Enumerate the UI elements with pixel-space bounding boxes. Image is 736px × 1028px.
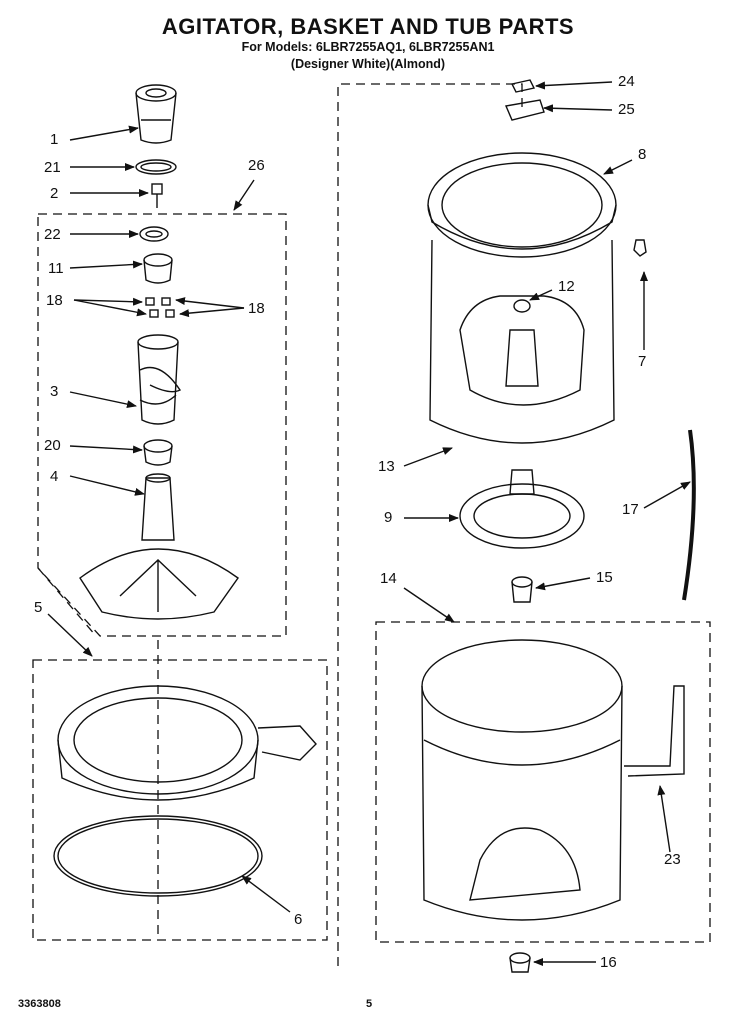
- callout-12: 12: [558, 278, 575, 295]
- part-tub-seal: [511, 576, 533, 603]
- part-outer-tub: [421, 639, 623, 921]
- part-clip: [633, 239, 647, 257]
- leader-23: [657, 785, 671, 853]
- part-nut: [510, 79, 536, 93]
- outer-tub-group-box: [375, 621, 711, 943]
- callout-6: 6: [294, 911, 303, 928]
- callout-14: 14: [380, 570, 397, 587]
- part-hose: [682, 429, 696, 601]
- callout-22: 22: [44, 226, 61, 243]
- leader-15: [535, 577, 591, 591]
- callout-24: 24: [618, 73, 635, 90]
- document-number: 3363808: [18, 998, 61, 1010]
- callout-20: 20: [44, 437, 61, 454]
- callout-7: 7: [638, 353, 647, 370]
- group-boxes: [32, 83, 711, 966]
- callout-18-right: 18: [248, 300, 265, 317]
- callout-13: 13: [378, 458, 395, 475]
- leader-18c: [175, 297, 245, 309]
- balance-ring-group-box: [32, 659, 328, 941]
- model-colors: (Designer White)(Almond): [290, 57, 446, 71]
- leader-26: [233, 179, 255, 211]
- leader-14: [403, 587, 455, 623]
- part-drain-nut: [509, 952, 531, 973]
- diagram-title: AGITATOR, BASKET AND TUB PARTS: [161, 14, 575, 39]
- callout-5: 5: [34, 599, 43, 616]
- leader-25: [543, 104, 613, 113]
- leader-1: [69, 125, 139, 141]
- part-dogs: [145, 297, 175, 318]
- callout-1: 1: [50, 131, 59, 148]
- part-spin-basket: [429, 239, 615, 444]
- part-bolt: [151, 183, 163, 208]
- leader-24: [535, 81, 613, 90]
- callout-11: 11: [48, 260, 64, 277]
- leader-6: [241, 875, 291, 913]
- callout-4: 4: [50, 468, 59, 485]
- part-balance-ring: [427, 152, 617, 258]
- leader-18d: [179, 307, 245, 318]
- callout-2: 2: [50, 185, 59, 202]
- callout-25: 25: [618, 101, 635, 118]
- callout-21: 21: [44, 159, 61, 176]
- callout-17: 17: [622, 501, 639, 518]
- callout-23: 23: [664, 851, 681, 868]
- callout-3: 3: [50, 383, 59, 400]
- callout-8: 8: [638, 146, 647, 163]
- leader-20: [69, 445, 143, 454]
- part-cap-ring: [135, 159, 177, 175]
- leader-3: [69, 391, 137, 409]
- leader-13: [403, 447, 453, 467]
- leader-11: [69, 260, 143, 269]
- part-drain-hose: [624, 685, 685, 777]
- part-drive-hub: [459, 469, 585, 549]
- leader-5: [47, 613, 93, 657]
- part-agitator-cap: [135, 84, 177, 144]
- part-snap-ring: [53, 815, 263, 897]
- agitator-group-box: [37, 213, 287, 637]
- leader-18a: [73, 297, 143, 306]
- page-number: 5: [366, 998, 373, 1010]
- model-numbers: For Models: 6LBR7255AQ1, 6LBR7255AN1: [241, 40, 495, 54]
- callout-26: 26: [248, 157, 265, 174]
- leader-12: [529, 289, 553, 301]
- leader-17: [643, 481, 691, 509]
- callout-9: 9: [384, 509, 393, 526]
- callout-15: 15: [596, 569, 613, 586]
- assembly-path-line: [337, 83, 523, 966]
- callout-18-left: 18: [46, 292, 63, 309]
- leader-18b: [73, 299, 147, 317]
- leader-8: [603, 159, 633, 175]
- part-spin-tube-cap: [505, 99, 545, 121]
- part-cam-drive: [143, 439, 173, 466]
- callout-16: 16: [600, 954, 617, 971]
- leader-4: [69, 475, 145, 496]
- part-tub-ring: [57, 685, 317, 801]
- part-cam: [143, 253, 173, 284]
- part-seal: [139, 226, 169, 242]
- leader-arrows: [47, 81, 691, 966]
- part-agitator-base: [79, 473, 239, 620]
- part-auger: [137, 334, 182, 425]
